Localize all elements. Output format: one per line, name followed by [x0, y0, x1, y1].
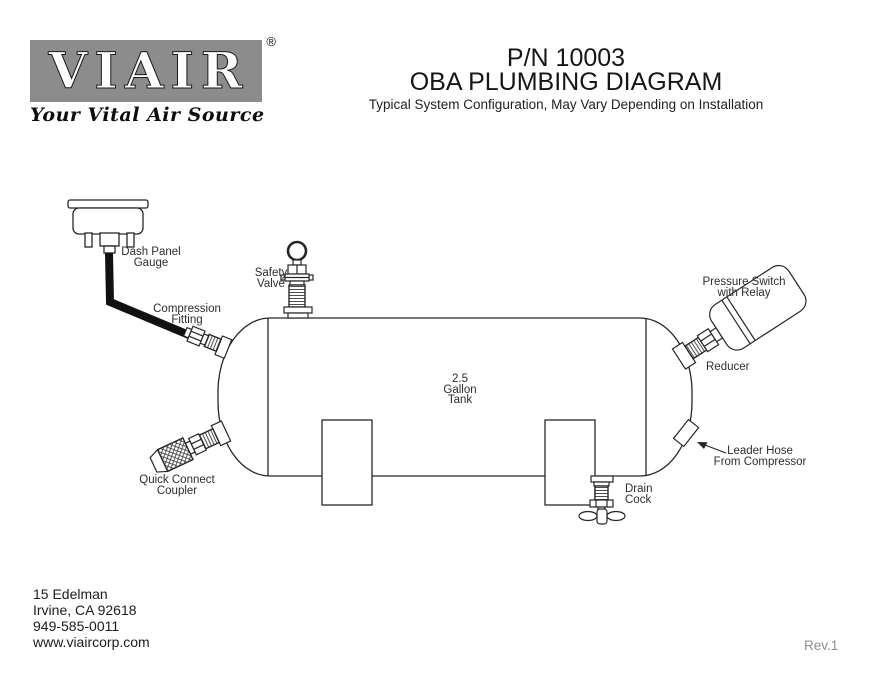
quick-connect-coupler [149, 420, 232, 473]
reducer-fitting [684, 326, 724, 360]
drain-cock-label: Drain Cock [625, 483, 653, 506]
revision-label: Rev.1 [804, 638, 839, 653]
viair-logo-box: VIAIR ® [30, 34, 276, 102]
dash-panel-gauge-label: Dash Panel Gauge [121, 246, 181, 269]
reducer-label: Reducer [706, 361, 750, 373]
title-block: P/N 10003 OBA PLUMBING DIAGRAM Typical S… [266, 46, 866, 113]
safety-valve-pull-ring [286, 240, 308, 262]
tank-port-lower-right [672, 418, 700, 448]
pressure-switch-canister [709, 264, 807, 351]
leader-hose-arrow [697, 442, 727, 454]
dash-panel-gauge [67, 199, 149, 254]
page-title: OBA PLUMBING DIAGRAM [409, 68, 723, 96]
pressure-switch-assembly [671, 264, 807, 370]
safety-valve [280, 240, 314, 319]
website-url: www.viaircorp.com [33, 634, 150, 650]
tank-mounting-legs [321, 419, 596, 506]
pressure-switch-label: Pressure Switch with Relay [702, 276, 786, 299]
viair-logo: VIAIR ® Your Vital Air Source [30, 34, 276, 126]
page-subtitle: Typical System Configuration, May Vary D… [368, 97, 764, 112]
registered-trademark-icon: ® [266, 34, 276, 49]
gauge-air-hose [105, 252, 191, 339]
drain-cock [578, 475, 626, 525]
phone-number: 949-585-0011 [33, 618, 120, 634]
leader-hose-label: Leader Hose From Compressor [713, 445, 807, 468]
drain-wing-handle [578, 508, 626, 525]
gauge-leg-left [84, 232, 93, 248]
company-address: 15 Edelman Irvine, CA 92618 949-585-0011… [33, 586, 150, 650]
address-street: 15 Edelman [33, 586, 108, 602]
quick-connect-label: Quick Connect Coupler [139, 474, 215, 497]
tank-label: 2.5 Gallon Tank [443, 373, 477, 406]
compression-fitting [182, 325, 233, 360]
safety-valve-label: Safety Valve [254, 267, 288, 290]
tank-leg-left [321, 419, 373, 506]
compression-fitting-label: Compression Fitting [153, 303, 221, 326]
leader-hose-port [672, 418, 700, 448]
logo-tagline: Your Vital Air Source [30, 104, 265, 126]
address-city: Irvine, CA 92618 [33, 602, 137, 618]
gauge-leg-right [126, 232, 135, 248]
gauge-stub [99, 232, 120, 247]
safety-valve-port [283, 306, 313, 314]
drain-port [590, 475, 614, 483]
tank-leg-right [544, 419, 596, 506]
part-number: P/N 10003 [506, 44, 626, 72]
viair-wordmark: VIAIR [48, 41, 250, 100]
